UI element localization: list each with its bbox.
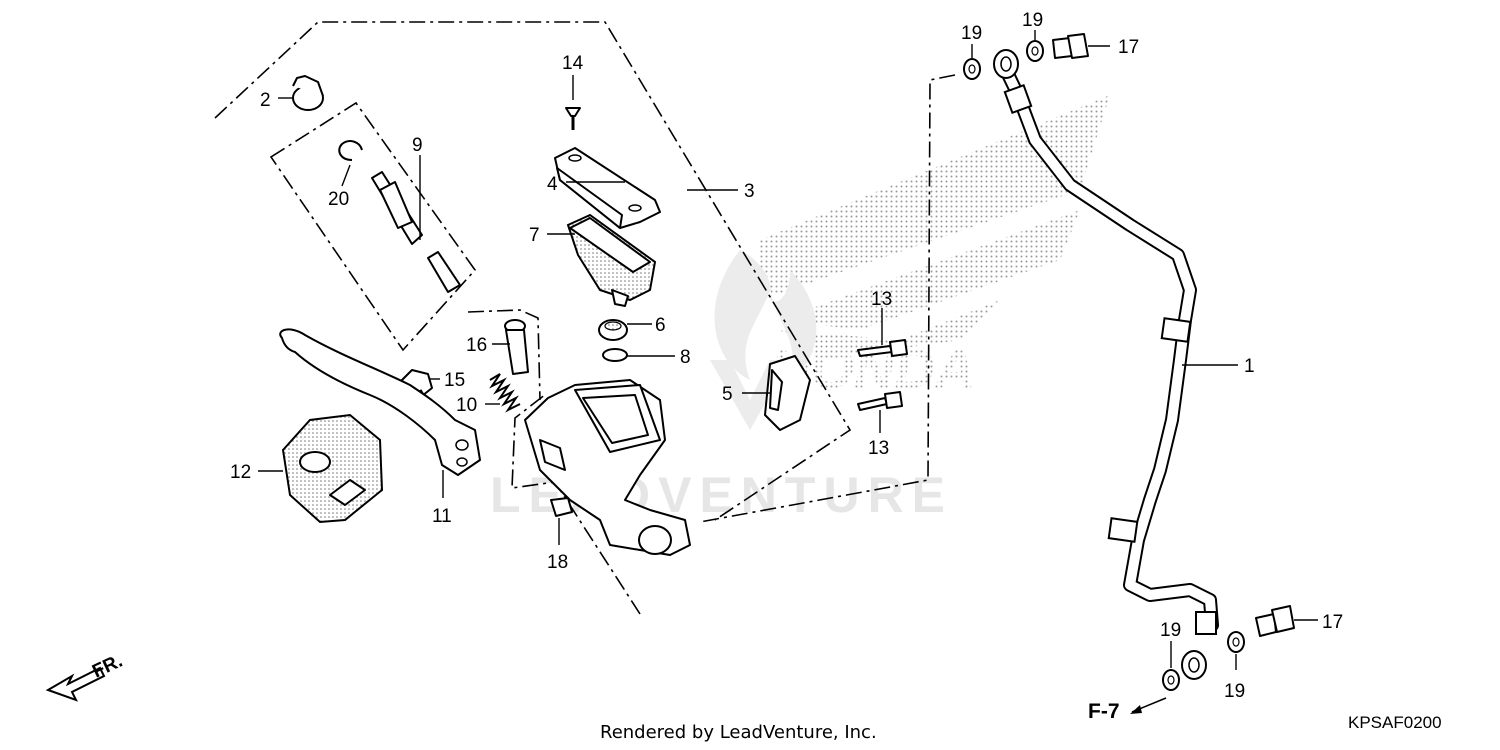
front-direction-arrow-icon: FR. [45,651,126,702]
assembly-outline-master-cylinder [214,21,852,615]
callout-19-b: 19 [1022,10,1043,31]
part-sealing-washer-4 [1227,631,1245,670]
assembly-outline-piston-set [269,101,477,352]
part-circlip [338,140,363,187]
callout-17-lower: 17 [1322,612,1343,633]
assembly-outline-lever [467,309,541,401]
callout-2: 2 [260,90,271,111]
part-sealing-washer-3 [1162,641,1180,691]
callout-14: 14 [562,53,584,74]
callout-16: 16 [466,335,487,356]
callout-18: 18 [547,552,568,573]
callout-11: 11 [432,506,452,527]
callout-8: 8 [680,347,691,368]
callout-9: 9 [412,135,423,156]
callout-6: 6 [655,315,666,336]
part-holder [742,355,811,431]
callout-19-d: 19 [1224,681,1245,702]
part-diaphragm-small [598,319,652,341]
footer-credit: Rendered by LeadVenture, Inc. [600,722,877,743]
callout-15: 15 [444,370,465,391]
part-brake-hose [993,49,1238,680]
part-oil-bolt-upper [1052,33,1110,59]
honda-wing-watermark: HONDA [760,95,1110,400]
callout-7: 7 [529,225,540,246]
callout-20: 20 [328,189,349,210]
part-sealing-washer-2 [1026,30,1044,62]
callout-13-upper: 13 [871,289,892,310]
callout-5: 5 [722,384,733,405]
figure-reference: F-7 [1088,697,1167,723]
figure-reference-label: F-7 [1088,700,1120,723]
part-screw [565,75,581,130]
assembly-outline-hose-bolts [699,74,956,523]
diagram-code: KPSAF0200 [1348,713,1442,732]
part-sealing-washer-1 [963,44,981,80]
part-oil-bolt-lower [1255,605,1318,637]
part-lever-cover [258,413,384,524]
part-reservoir-cap [554,147,661,229]
part-master-cylinder [524,189,738,556]
callout-10: 10 [456,395,477,416]
part-holder-bolt-lower [857,391,903,433]
part-piston-set [371,155,461,293]
part-boot [278,75,324,111]
part-diaphragm [547,213,657,307]
part-circlip-small [602,348,675,362]
callout-19-a: 19 [961,23,982,44]
part-spring [485,373,521,413]
callout-4: 4 [547,174,558,195]
callout-17-upper: 17 [1118,37,1139,58]
part-pivot-bolt [492,319,529,375]
part-cap [550,497,573,545]
part-holder-bolt-upper [857,308,908,357]
callout-3: 3 [744,181,755,202]
callout-12: 12 [230,462,251,483]
callout-1: 1 [1244,356,1255,377]
part-lever [279,328,481,498]
callout-13-lower: 13 [868,438,889,459]
callout-19-c: 19 [1160,620,1181,641]
